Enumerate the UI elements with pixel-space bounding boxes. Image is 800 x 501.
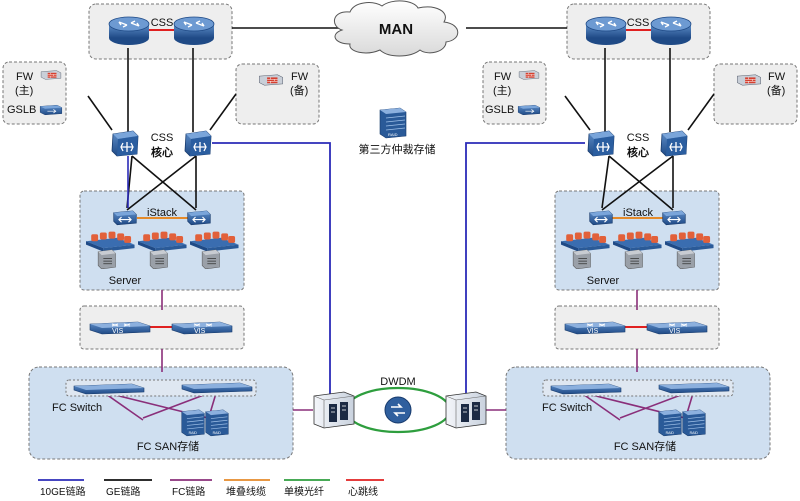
- right-istack-switch-2: [662, 210, 686, 226]
- left-fc-switch-2: [181, 382, 253, 394]
- legend-item-ge: GE链路: [104, 479, 152, 498]
- left-raid-1: [181, 409, 205, 437]
- left-fw-main-icon: [40, 70, 62, 80]
- left-fc-links: [102, 290, 313, 421]
- legend-item-heartbeat: 心跳线: [346, 479, 384, 498]
- right-fc-switch-2: [658, 382, 730, 394]
- left-gslb-label: GSLB: [7, 104, 36, 116]
- right-fw-main-label-1: FW: [494, 71, 512, 83]
- arbiter-label: 第三方仲裁存储: [359, 142, 436, 156]
- left-core-label: 核心: [151, 145, 173, 159]
- left-istack-label: iStack: [147, 207, 177, 219]
- left-fw-backup-label-1: FW: [291, 71, 309, 83]
- legend: 10GE链路 GE链路 FC链路 堆叠线缆 单模光纤 心跳线: [38, 479, 384, 498]
- left-css-router-1: [108, 16, 150, 46]
- right-fw-backup-label-1: FW: [768, 71, 786, 83]
- legend-label: 10GE链路: [40, 485, 86, 498]
- right-dwdm-device: [445, 391, 487, 429]
- left-gslb-icon: [39, 104, 63, 116]
- left-fw-backup-label-2: (备): [290, 83, 308, 97]
- right-css-router-1: [585, 16, 627, 46]
- right-core-css-label: CSS: [627, 132, 650, 144]
- man-label: MAN: [379, 21, 413, 38]
- left-devices: CSS FW (主) GSLB FW (备) CSS 核心 iStack Ser…: [7, 16, 309, 453]
- left-istack-switch-1: [113, 210, 137, 226]
- right-fc-switch-1: [550, 383, 622, 395]
- left-fw-main-label-1: FW: [16, 71, 34, 83]
- left-fw-main-label-2: (主): [15, 84, 33, 97]
- links: [87, 27, 715, 434]
- left-ge-links: [87, 48, 237, 211]
- left-fc-san-label: FC SAN存储: [137, 439, 199, 453]
- right-fc-switch-label: FC Switch: [542, 402, 592, 414]
- left-core-css-label: CSS: [151, 132, 174, 144]
- legend-label: FC链路: [172, 485, 205, 498]
- legend-item-fc: FC链路: [170, 479, 212, 498]
- left-css-top-label: CSS: [151, 17, 174, 29]
- man-cloud: MAN: [334, 0, 459, 57]
- left-vis-label-2: VIS: [194, 328, 206, 335]
- right-core-switch-1: [587, 130, 615, 157]
- left-istack-switch-2: [187, 210, 211, 226]
- right-fc-links: [486, 290, 695, 421]
- right-raid-2: [682, 409, 706, 437]
- left-server-label: Server: [109, 275, 142, 287]
- right-fw-main-label-2: (主): [493, 84, 511, 97]
- right-server-label: Server: [587, 275, 620, 287]
- dwdm-group: DWDM: [313, 376, 487, 429]
- left-10ge-link: [212, 142, 331, 396]
- right-istack-label: iStack: [623, 207, 653, 219]
- left-fc-switch-1: [73, 383, 145, 395]
- dwdm-label: DWDM: [380, 376, 415, 388]
- legend-item-10ge: 10GE链路: [38, 479, 86, 498]
- right-gslb-label: GSLB: [485, 104, 514, 116]
- right-fw-backup-icon: [736, 74, 762, 86]
- left-fw-backup-icon: [258, 74, 284, 86]
- legend-label: GE链路: [106, 485, 140, 498]
- right-css-top-label: CSS: [627, 17, 650, 29]
- right-vis-label-2: VIS: [669, 328, 681, 335]
- right-core-switch-2: [660, 130, 688, 157]
- left-raid-2: [205, 409, 229, 437]
- left-core-switch-2: [184, 130, 212, 157]
- legend-label: 单模光纤: [284, 485, 324, 498]
- right-fw-main-icon: [518, 70, 540, 80]
- legend-label: 堆叠线缆: [226, 485, 266, 498]
- right-fc-san-label: FC SAN存储: [614, 439, 676, 453]
- right-devices: CSS FW (主) GSLB FW (备) CSS 核心 iStack Ser…: [485, 16, 786, 453]
- left-core-switch-1: [111, 130, 139, 157]
- right-raid-1: [658, 409, 682, 437]
- left-css-router-2: [173, 16, 215, 46]
- right-fw-backup-label-2: (备): [767, 83, 785, 97]
- right-css-router-2: [650, 16, 692, 46]
- legend-item-stack: 堆叠线缆: [224, 479, 270, 498]
- right-core-label: 核心: [627, 145, 649, 159]
- left-dwdm-device: [313, 391, 355, 429]
- right-vis-label-1: VIS: [587, 328, 599, 335]
- right-gslb-icon: [517, 104, 541, 116]
- right-istack-switch-1: [589, 210, 613, 226]
- legend-item-singlemode: 单模光纤: [284, 479, 330, 498]
- arbiter-storage: 第三方仲裁存储: [359, 107, 436, 156]
- left-vis-label-1: VIS: [112, 328, 124, 335]
- right-ge-links: [564, 48, 715, 211]
- left-fc-switch-label: FC Switch: [52, 402, 102, 414]
- legend-label: 心跳线: [348, 485, 378, 498]
- right-10ge-link: [465, 142, 585, 396]
